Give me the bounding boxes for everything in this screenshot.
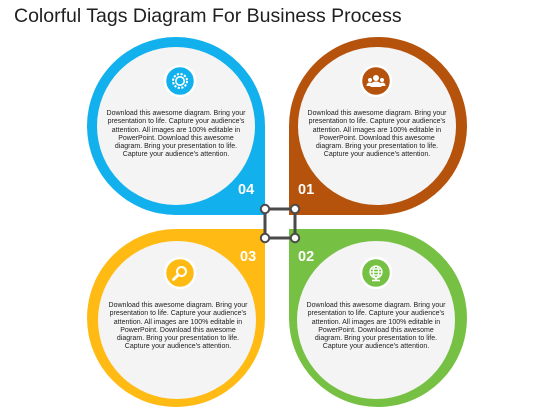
globe-icon	[369, 265, 383, 282]
tag-04-inner-circle	[97, 47, 255, 205]
tag-04	[87, 37, 265, 215]
connector-ring	[259, 232, 271, 244]
tag-02-icon-badge	[359, 256, 393, 290]
gear-icon	[172, 73, 188, 89]
center-connector	[259, 203, 301, 244]
tag-03-number: 03	[240, 249, 257, 265]
tag-03-inner-circle	[98, 241, 256, 399]
tag-03	[87, 229, 265, 407]
connector-ring	[259, 203, 271, 215]
tag-04-text: Download this awesome diagram. Bring you…	[106, 110, 246, 159]
tag-01-number: 01	[298, 182, 315, 198]
tag-02-number: 02	[298, 249, 315, 265]
connector-ring	[289, 203, 301, 215]
page-title: Colorful Tags Diagram For Business Proce…	[14, 5, 402, 27]
tag-01	[289, 37, 467, 215]
tag-01-text: Download this awesome diagram. Bring you…	[307, 110, 447, 159]
connector-frame	[263, 207, 297, 240]
tag-03-text: Download this awesome diagram. Bring you…	[108, 302, 248, 351]
tag-04-number: 04	[238, 182, 255, 198]
tag-02-inner-circle	[297, 241, 455, 399]
tag-03-icon-badge	[163, 256, 197, 290]
tag-02	[289, 229, 467, 407]
tag-04-icon-badge	[163, 64, 197, 98]
tag-01-inner-circle	[298, 47, 456, 205]
users-icon	[366, 75, 386, 87]
magnifier-icon	[172, 266, 187, 281]
connector-ring	[289, 232, 301, 244]
tag-02-text: Download this awesome diagram. Bring you…	[306, 302, 446, 351]
